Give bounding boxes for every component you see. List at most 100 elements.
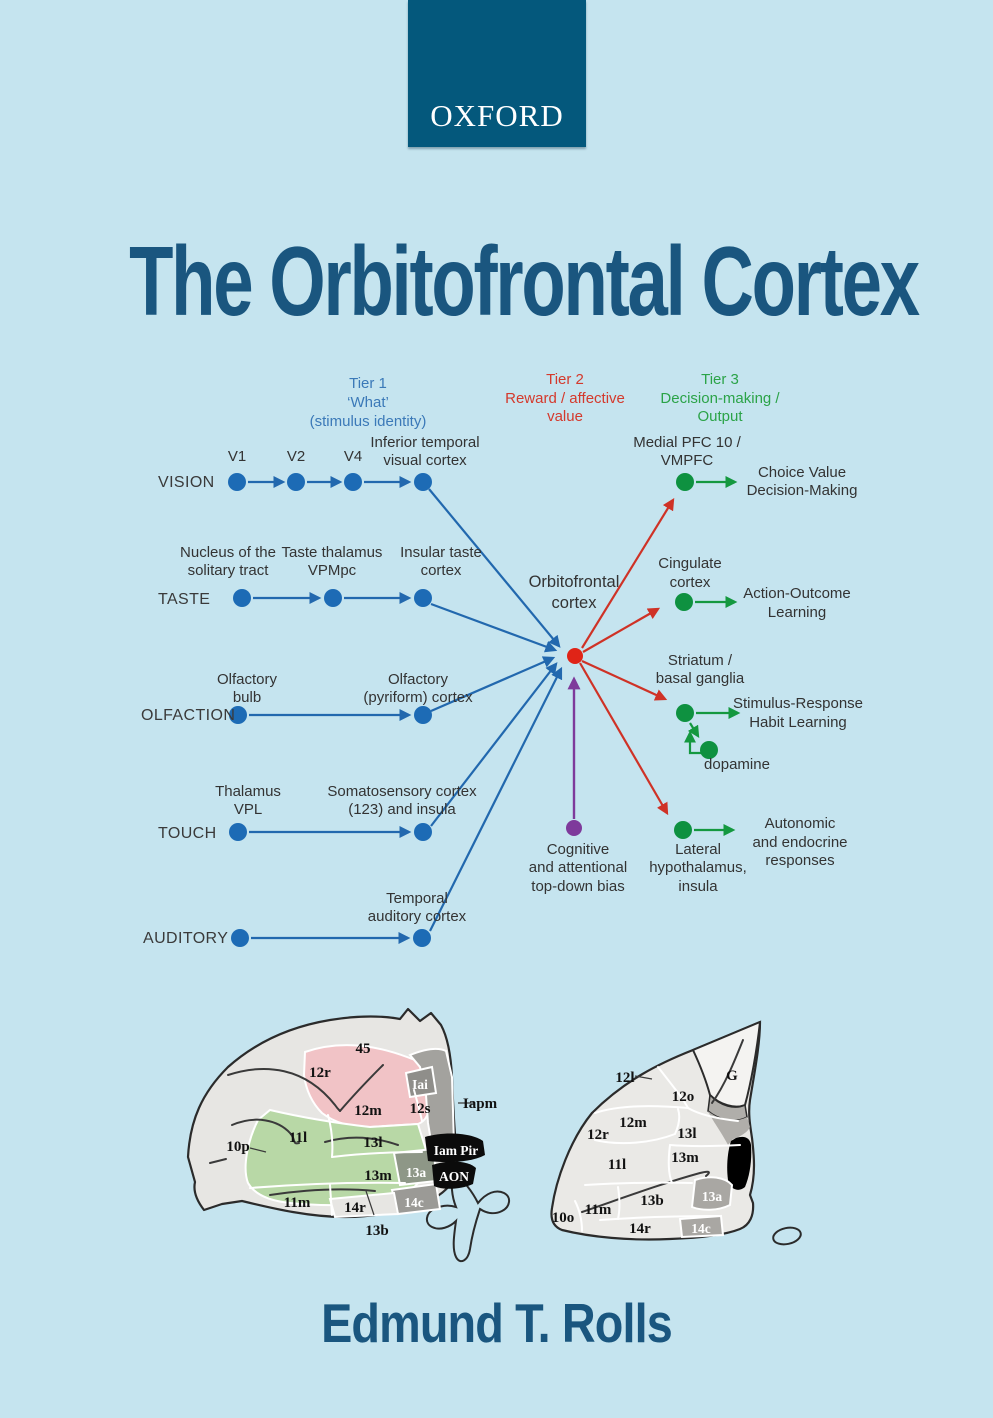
tier2-line1: Tier 2	[546, 371, 584, 388]
right-label-12m: 12m	[619, 1115, 647, 1131]
region-13a-right	[690, 1176, 734, 1211]
cingulate-label-1: Cingulate	[658, 555, 721, 572]
v2-label: V2	[287, 448, 305, 465]
right-label-14r: 14r	[629, 1221, 651, 1237]
left-label-aon: AON	[439, 1169, 469, 1184]
gray-wedge	[708, 1111, 750, 1145]
v4-node	[344, 473, 362, 491]
tier3-line3: Output	[697, 408, 743, 425]
left-label-iam-pir: Iam Pir	[434, 1143, 479, 1158]
v2-node	[287, 473, 305, 491]
olfactory-bulb-label-1: Olfactory	[217, 671, 278, 688]
vision-label: VISION	[158, 474, 215, 491]
right-label-13m: 13m	[671, 1150, 699, 1166]
left-label-12r: 12r	[309, 1065, 331, 1081]
region-14r-left	[328, 1191, 400, 1219]
publisher-name: OXFORD	[430, 98, 564, 133]
insular-taste-node	[414, 589, 432, 607]
pyriform-label-2: (pyriform) cortex	[363, 689, 473, 706]
left-label-12s: 12s	[410, 1101, 431, 1117]
left-label-45: 45	[356, 1041, 371, 1057]
left-label-13m: 13m	[364, 1168, 392, 1184]
left-label-14c: 14c	[404, 1195, 424, 1210]
left-label-11m: 11m	[284, 1195, 311, 1211]
temporal-auditory-label-2: auditory cortex	[368, 908, 467, 925]
medial-pfc-label-2: VMPFC	[661, 452, 714, 469]
temporal-auditory-label-1: Temporal	[386, 890, 448, 907]
v4-label: V4	[344, 448, 362, 465]
inferior-temporal-node	[414, 473, 432, 491]
choice-label-1: Choice Value	[758, 464, 846, 481]
left-label-13a: 13a	[406, 1165, 427, 1180]
lateral-hypothalamus-node	[674, 821, 692, 839]
somatosensory-label-1: Somatosensory cortex	[327, 783, 477, 800]
left-label-14r: 14r	[344, 1200, 366, 1216]
right-label-g: G	[726, 1068, 738, 1084]
tier1-line2: ‘What’	[347, 394, 389, 411]
left-label-13b: 13b	[365, 1223, 388, 1239]
choice-label-2: Decision-Making	[747, 482, 858, 499]
pathway-diagram: Tier 1 ‘What’ (stimulus identity) Tier 2…	[141, 371, 863, 947]
left-label-iapm: Iapm	[463, 1096, 498, 1112]
cingulate-label-2: cortex	[670, 574, 711, 591]
thalamus-vpl-label-1: Thalamus	[215, 783, 281, 800]
right-label-13a: 13a	[702, 1189, 723, 1204]
v1-node	[228, 473, 246, 491]
tier3-line1: Tier 3	[701, 371, 739, 388]
itc-label-2: visual cortex	[383, 452, 467, 469]
region-g	[691, 1020, 762, 1108]
taste-thalamus-node	[324, 589, 342, 607]
taste-thalamus-label-1: Taste thalamus	[282, 544, 383, 561]
left-label-11l: 11l	[289, 1130, 307, 1146]
sensory-labels: VISION V1 V2 V4 Inferior temporal visual…	[141, 434, 482, 947]
left-label-10p: 10p	[226, 1139, 249, 1155]
right-label-11l: 11l	[608, 1157, 626, 1173]
left-label-12m: 12m	[354, 1103, 382, 1119]
medial-pfc-node	[676, 473, 694, 491]
cognitive-bias-node	[566, 820, 582, 836]
region-aon	[432, 1161, 476, 1189]
dopamine-label: dopamine	[704, 756, 770, 773]
lateral-hypothalamus-label-3: insula	[678, 878, 718, 895]
right-label-11m: 11m	[585, 1202, 612, 1218]
right-label-13l: 13l	[677, 1126, 696, 1142]
gray-band-iapm	[408, 1047, 456, 1149]
auditory-thalamus-node	[231, 929, 249, 947]
striatum-label-1: Striatum /	[668, 652, 733, 669]
output-pathways: Medial PFC 10 / VMPFC Choice Value Decis…	[633, 434, 863, 895]
striatum-node	[676, 704, 694, 722]
publisher-logo-panel: OXFORD	[408, 0, 586, 147]
thalamus-vpl-label-2: VPL	[234, 801, 262, 818]
tier1-line1: Tier 1	[349, 375, 387, 392]
right-label-10o: 10o	[552, 1210, 575, 1226]
left-label-13l: 13l	[363, 1135, 382, 1151]
author-name: Edmund T. Rolls	[321, 1292, 673, 1354]
auditory-label: AUDITORY	[143, 930, 228, 947]
right-label-12o: 12o	[672, 1089, 695, 1105]
cognitive-label-2: and attentional	[529, 859, 627, 876]
touch-label: TOUCH	[158, 825, 217, 842]
nst-label-1: Nucleus of the	[180, 544, 276, 561]
tier1-line3: (stimulus identity)	[310, 413, 427, 430]
habit-label-2: Habit Learning	[749, 714, 847, 731]
autonomic-label-1: Autonomic	[765, 815, 836, 832]
insular-label-1: Insular taste	[400, 544, 482, 561]
lateral-hypothalamus-label-2: hypothalamus,	[649, 859, 747, 876]
v1-label: V1	[228, 448, 246, 465]
region-iam-pir	[425, 1133, 485, 1163]
left-label-iai: Iai	[412, 1077, 428, 1092]
solitary-tract-node	[233, 589, 251, 607]
tier-headers: Tier 1 ‘What’ (stimulus identity) Tier 2…	[310, 371, 781, 430]
habit-label-1: Stimulus-Response	[733, 695, 863, 712]
small-loop-shape	[772, 1226, 802, 1246]
dopamine-node	[700, 741, 718, 759]
right-label-12r: 12r	[587, 1127, 609, 1143]
ofc-label-2: cortex	[552, 594, 598, 612]
tier2-line2: Reward / affective	[505, 390, 625, 407]
book-title: The Orbitofrontal Cortex	[129, 226, 920, 336]
right-label-13b: 13b	[640, 1193, 663, 1209]
insular-label-2: cortex	[421, 562, 462, 579]
temporal-auditory-node	[413, 929, 431, 947]
brain-map-left: 45 12r 12m Iai 12s Iapm 10p 11l 13l 13m …	[186, 1007, 510, 1263]
